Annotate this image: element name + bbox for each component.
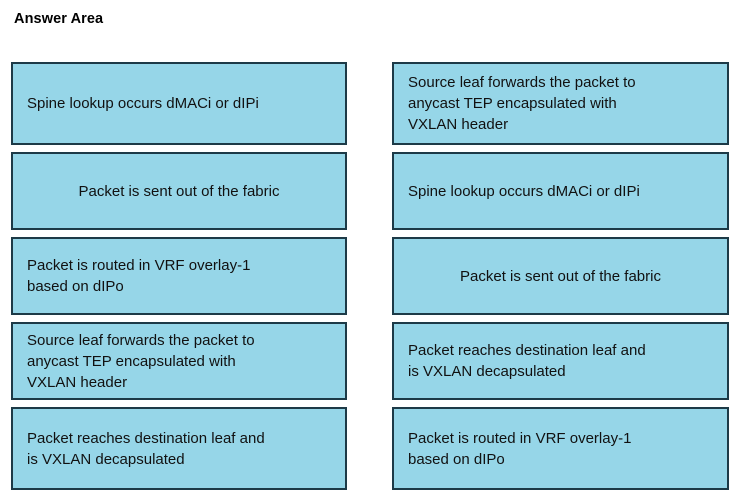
answer-box-label: Packet is routed in VRF overlay-1 based … — [408, 429, 632, 468]
answer-box[interactable]: Packet reaches destination leaf and is V… — [392, 322, 729, 400]
answer-box-label: Spine lookup occurs dMACi or dIPi — [408, 182, 640, 200]
option-box[interactable]: Spine lookup occurs dMACi or dIPi — [11, 62, 347, 145]
source-options-column: Spine lookup occurs dMACi or dIPi Packet… — [11, 62, 347, 497]
option-box-label: Packet is sent out of the fabric — [78, 182, 280, 200]
answer-sequence-column: Source leaf forwards the packet to anyca… — [392, 62, 729, 497]
option-box-label: Source leaf forwards the packet to anyca… — [27, 331, 255, 391]
page-title: Answer Area — [14, 11, 104, 27]
option-box-label: Packet reaches destination leaf and is V… — [27, 429, 265, 468]
answer-box[interactable]: Spine lookup occurs dMACi or dIPi — [392, 152, 729, 230]
answer-box-label: Source leaf forwards the packet to anyca… — [408, 74, 636, 133]
option-box-label: Spine lookup occurs dMACi or dIPi — [27, 95, 259, 112]
option-box[interactable]: Packet is routed in VRF overlay-1 based … — [11, 237, 347, 315]
answer-box-label: Packet is sent out of the fabric — [460, 267, 661, 285]
option-box[interactable]: Packet reaches destination leaf and is V… — [11, 407, 347, 490]
answer-box[interactable]: Packet is sent out of the fabric — [392, 237, 729, 315]
answer-box[interactable]: Source leaf forwards the packet to anyca… — [392, 62, 729, 145]
option-box[interactable]: Packet is sent out of the fabric — [11, 152, 347, 230]
answer-box[interactable]: Packet is routed in VRF overlay-1 based … — [392, 407, 729, 490]
answer-box-label: Packet reaches destination leaf and is V… — [408, 342, 646, 380]
option-box[interactable]: Source leaf forwards the packet to anyca… — [11, 322, 347, 400]
option-box-label: Packet is routed in VRF overlay-1 based … — [27, 257, 251, 295]
